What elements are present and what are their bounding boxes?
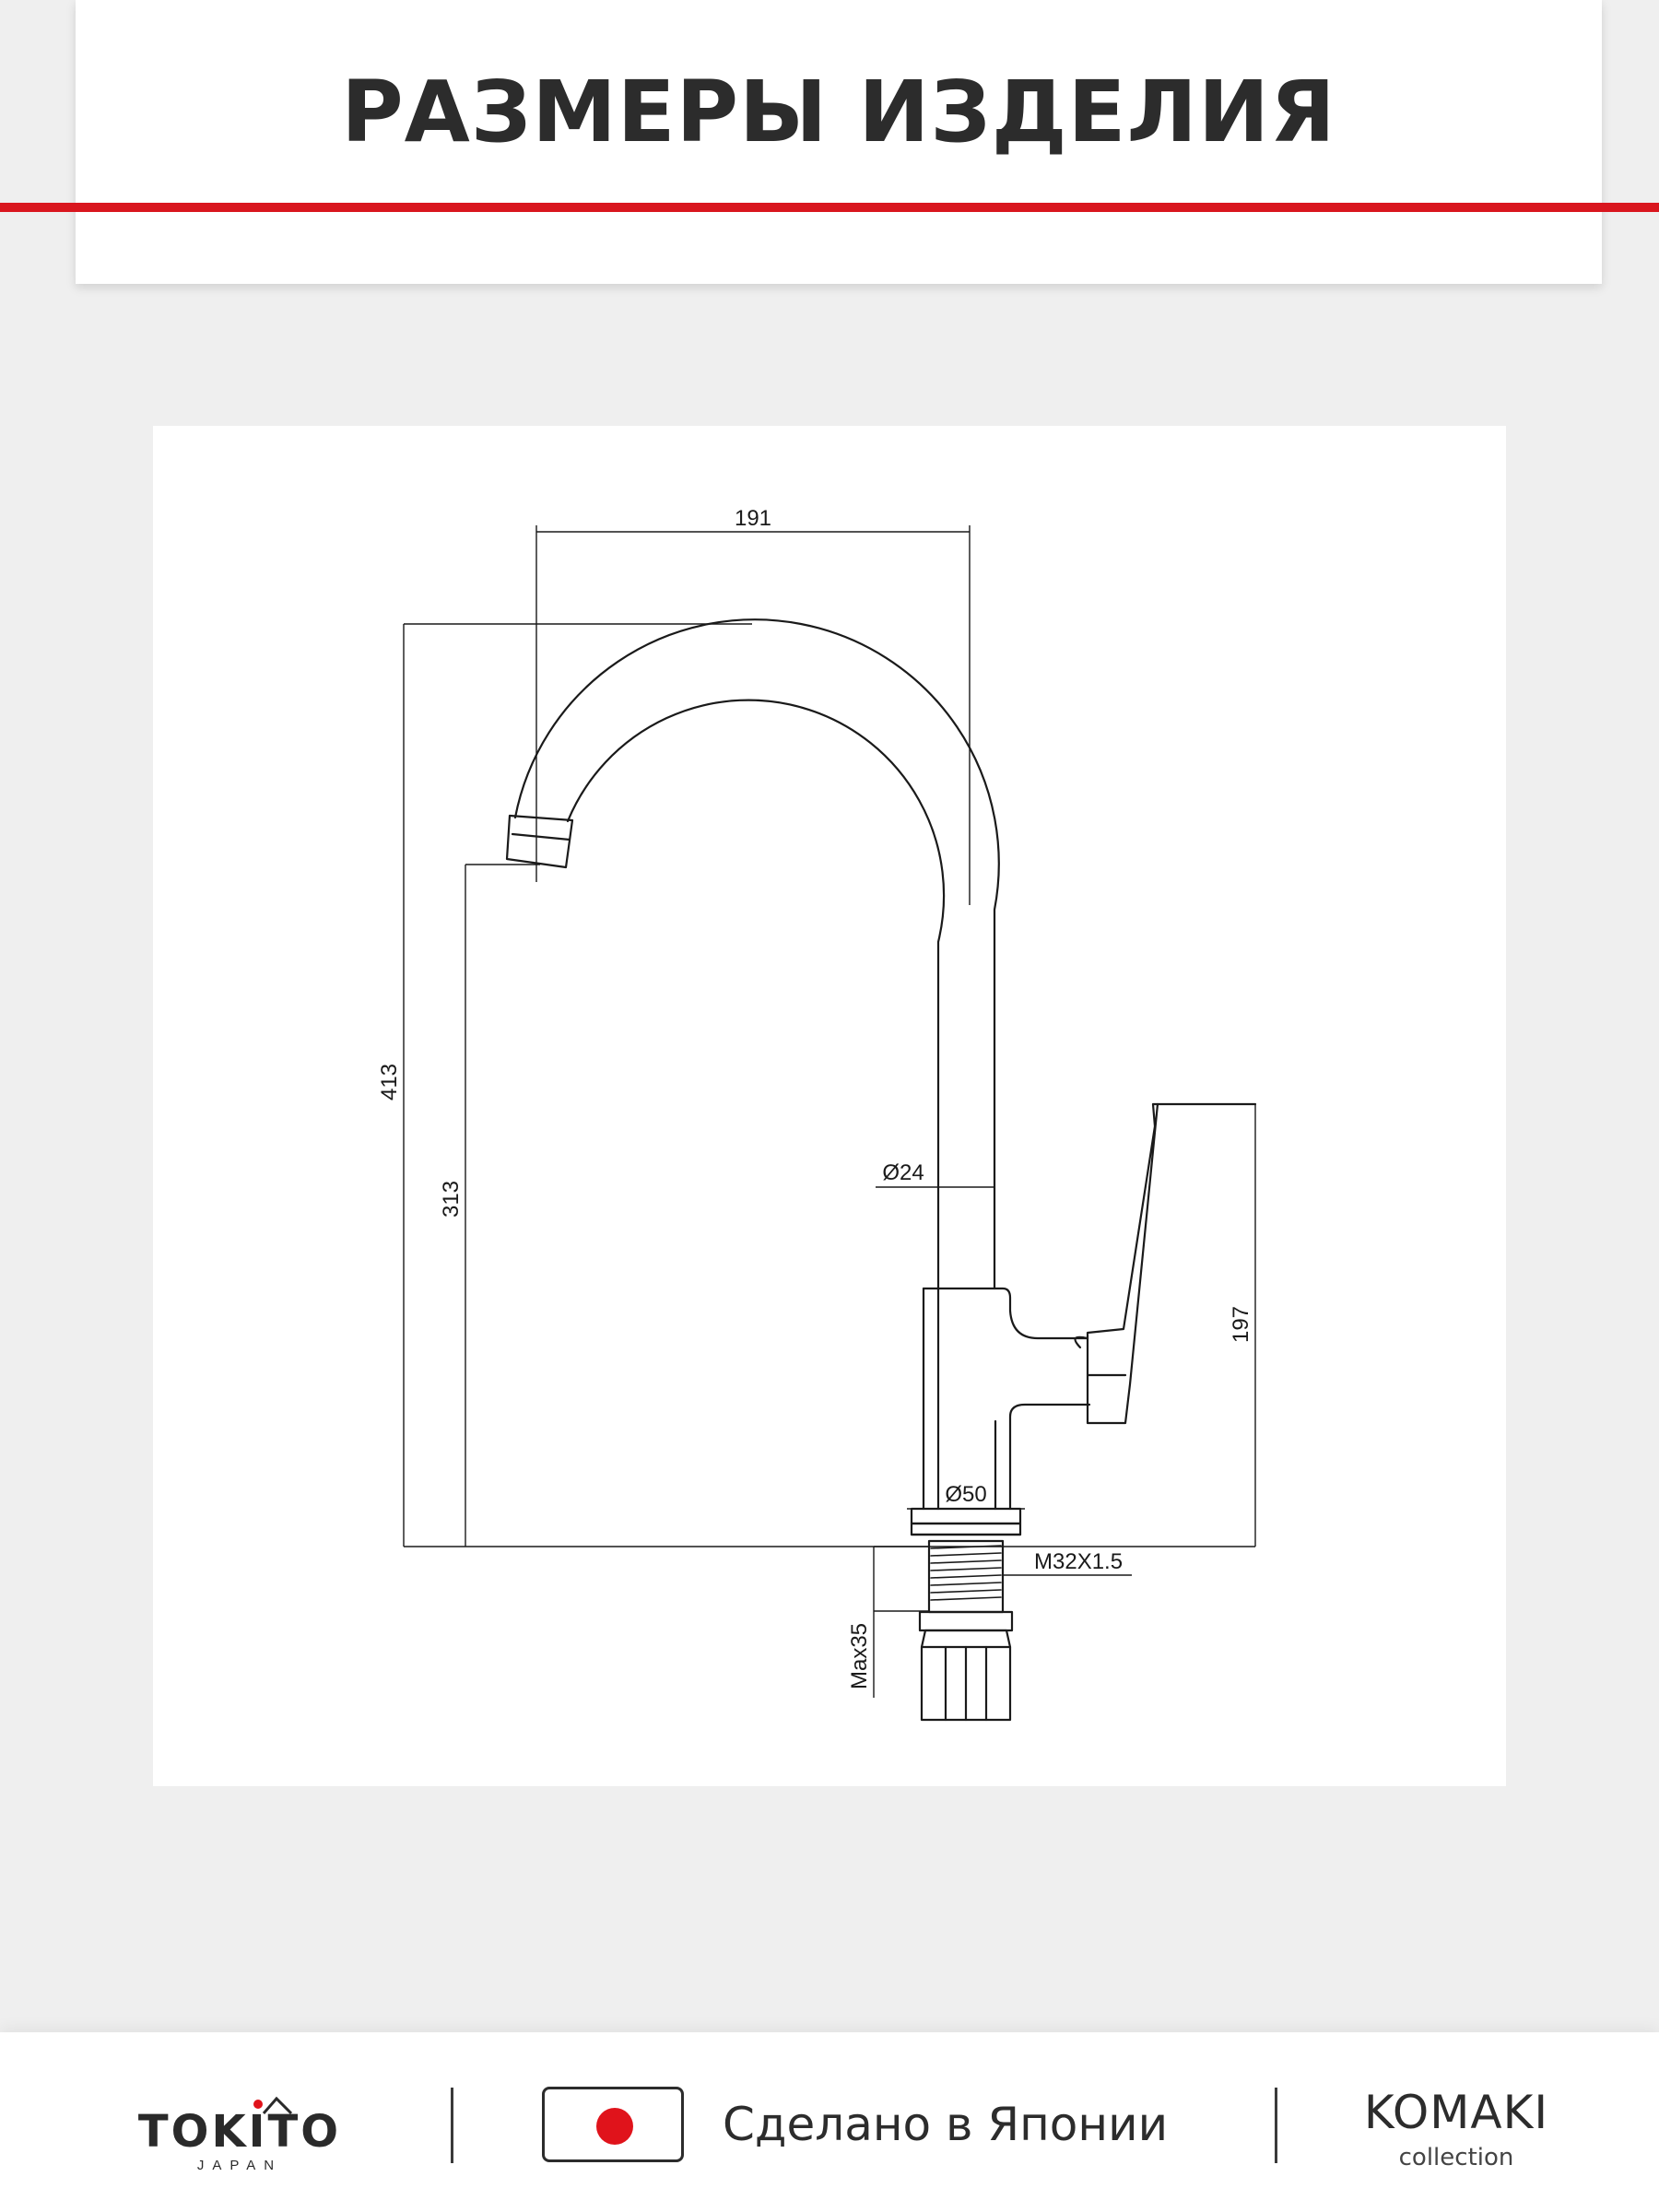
- technical-drawing-panel: 191 413 313 197 Ø24 Ø50 M32X1.5 Max35: [153, 426, 1506, 1786]
- spout-tip: [505, 814, 574, 869]
- dim-base-diameter: Ø50: [945, 1482, 986, 1507]
- handle-lever: [1086, 1102, 1159, 1425]
- header-card: РАЗМЕРЫ ИЗДЕЛИЯ: [76, 0, 1602, 284]
- brand-name: TOKITO: [137, 2106, 342, 2158]
- dim-total-height: 413: [377, 1064, 402, 1100]
- dim-spout-reach: 191: [735, 506, 771, 531]
- page-title: РАЗМЕРЫ ИЗДЕЛИЯ: [341, 63, 1336, 161]
- dim-max-mount: Max35: [847, 1623, 872, 1689]
- brand-subtitle: JAPAN: [196, 2158, 283, 2173]
- japan-flag-icon: [542, 2087, 684, 2162]
- collection-subtitle: collection: [1398, 2144, 1514, 2171]
- brand-logo: TOKITO JAPAN: [111, 2088, 369, 2173]
- dim-handle-height: 197: [1229, 1306, 1253, 1343]
- spout-inner-arc: [566, 699, 946, 1290]
- faucet-drawing: 191 413 313 197 Ø24 Ø50 M32X1.5 Max35: [377, 506, 1257, 1722]
- accent-divider: [0, 203, 1659, 212]
- footer-divider: [451, 2088, 453, 2163]
- flag-sun: [596, 2108, 633, 2145]
- faucet-lower-body: [1008, 1403, 1091, 1511]
- made-in-label: Сделано в Японии: [723, 2098, 1169, 2151]
- collection-name: KOMAKI: [1363, 2086, 1549, 2139]
- spout-outer-arc: [513, 618, 1000, 1191]
- base-ring: [910, 1507, 1022, 1525]
- roof-logo-icon: [253, 2096, 293, 2115]
- dim-spout-height: 313: [439, 1181, 464, 1218]
- footer-bar: TOKITO JAPAN Сделано в Японии KOMAKI col…: [0, 2032, 1659, 2212]
- faucet-body: [922, 1287, 1089, 1340]
- footer-divider: [1275, 2088, 1277, 2163]
- dim-thread: M32X1.5: [1034, 1549, 1123, 1574]
- dim-tube-diameter: Ø24: [882, 1160, 924, 1185]
